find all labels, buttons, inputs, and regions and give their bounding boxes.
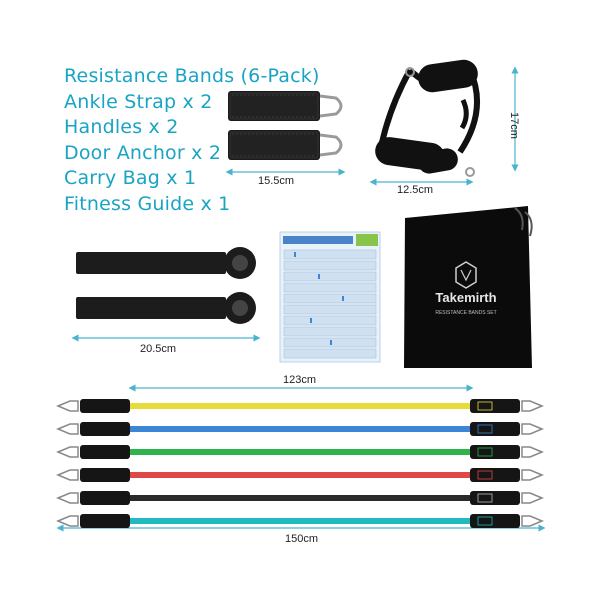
- bag-brand: Takemirth: [435, 290, 496, 305]
- handle-width-dimension: 12.5cm: [397, 184, 434, 196]
- package-contents-list: Resistance Bands (6-Pack) Ankle Strap x …: [64, 64, 320, 217]
- band-blue: [56, 422, 544, 436]
- handle-height-dimension: 17cm: [508, 112, 520, 139]
- bag-subtitle: RESISTANCE BANDS SET: [435, 310, 496, 316]
- band-green: [56, 445, 544, 459]
- carry-bag-icon: Takemirth RESISTANCE BANDS SET: [404, 206, 533, 368]
- ankle-strap-icon: [228, 130, 343, 160]
- band-yellow: [56, 399, 544, 413]
- contents-item: Resistance Bands (6-Pack): [64, 65, 320, 87]
- door-anchor-icon: [76, 292, 256, 324]
- band-tube-dimension: 123cm: [283, 374, 317, 386]
- handle-icon: [375, 59, 481, 177]
- fitness-guide-poster: [279, 231, 381, 363]
- door-anchor-dimension: 20.5cm: [140, 343, 177, 355]
- band-red: [56, 468, 544, 482]
- contents-item: Door Anchor x 2: [64, 141, 222, 164]
- ankle-strap-dimension: 15.5cm: [258, 175, 295, 187]
- contents-item: Ankle Strap x 2: [64, 90, 213, 113]
- door-anchor-icon: [76, 247, 256, 279]
- resistance-bands: [56, 399, 544, 528]
- ankle-strap-icon: [228, 91, 343, 121]
- band-cyan: [56, 514, 544, 528]
- band-total-dimension: 150cm: [285, 533, 319, 545]
- contents-item: Carry Bag x 1: [64, 167, 197, 189]
- contents-item: Handles x 2: [64, 116, 179, 138]
- contents-item: Fitness Guide x 1: [64, 192, 231, 215]
- band-black: [56, 491, 544, 505]
